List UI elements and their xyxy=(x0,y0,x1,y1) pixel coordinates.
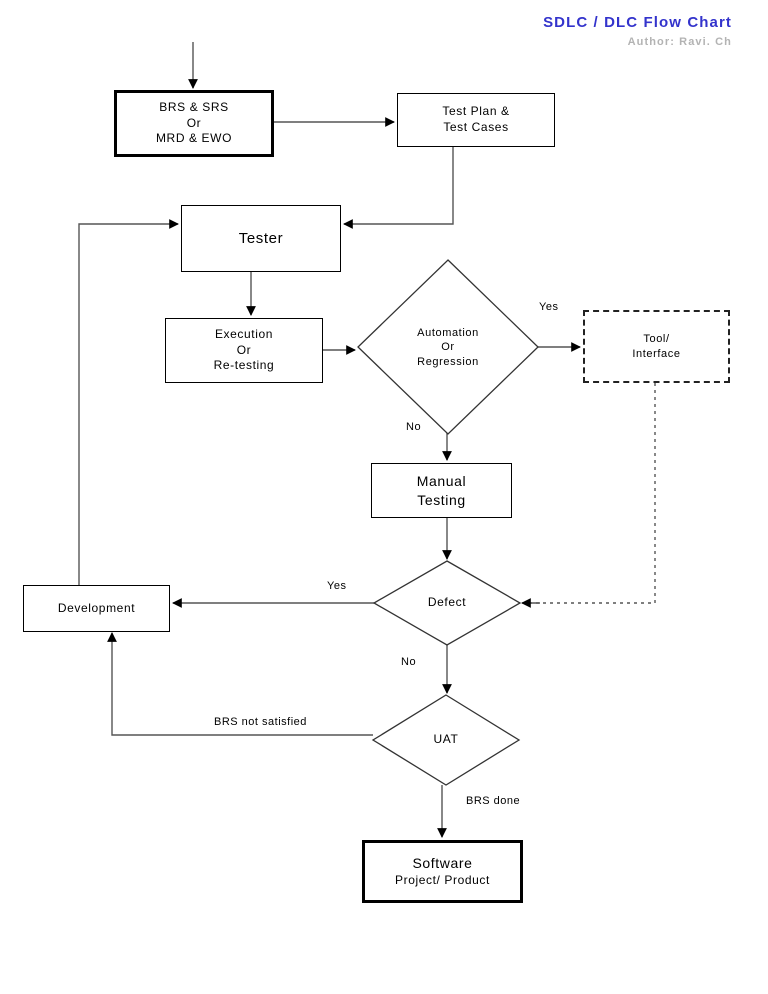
edge-label-uat-not-satisfied: BRS not satisfied xyxy=(214,716,307,728)
software-line-1: Software xyxy=(412,855,473,872)
edge-label-uat-done: BRS done xyxy=(466,795,521,807)
chart-title-block: SDLC / DLC Flow Chart Author: Ravi. Ch xyxy=(543,14,732,50)
tool-interface-line-1: Tool/ xyxy=(643,332,670,345)
node-manual-testing[interactable]: Manual Testing xyxy=(371,463,512,518)
page-title: SDLC / DLC Flow Chart xyxy=(543,14,732,31)
development-label: Development xyxy=(57,600,136,615)
test-plan-line-2: Test Cases xyxy=(443,120,509,134)
node-tester[interactable]: Tester xyxy=(181,205,341,272)
uat-diamond-shape xyxy=(371,694,521,786)
defect-label: Defect xyxy=(427,595,467,610)
node-tool-interface[interactable]: Tool/ Interface xyxy=(583,310,730,383)
tester-label: Tester xyxy=(238,229,284,247)
execution-line-2: Or xyxy=(236,342,252,357)
edge-testplan-to-tester xyxy=(343,147,454,229)
software-line-2: Project/ Product xyxy=(395,872,490,887)
tool-interface-line-2: Interface xyxy=(632,347,681,360)
chart-author: Author: Ravi. Ch xyxy=(627,35,732,48)
node-development[interactable]: Development xyxy=(23,585,170,632)
node-defect-decision[interactable]: Defect xyxy=(397,590,497,616)
automation-diamond-shape xyxy=(357,259,539,435)
node-test-plan[interactable]: Test Plan & Test Cases xyxy=(397,93,555,147)
edge-label-automation-yes: Yes xyxy=(539,301,559,313)
edge-development-to-tester xyxy=(78,219,179,585)
manual-testing-line-2: Testing xyxy=(417,491,466,508)
automation-line-1: Automation xyxy=(417,326,479,339)
execution-line-1: Execution xyxy=(214,326,274,341)
automation-line-2: Or xyxy=(441,341,455,354)
node-execution[interactable]: Execution Or Re-testing xyxy=(165,318,323,383)
edge-uat-notsatisfied-to-development xyxy=(107,632,373,736)
edge-label-automation-no: No xyxy=(406,421,422,433)
uat-label: UAT xyxy=(433,732,459,747)
node-uat-decision[interactable]: UAT xyxy=(396,727,496,753)
edge-tool-to-defect-dashed xyxy=(525,383,656,604)
node-automation-decision[interactable]: Automation Or Regression xyxy=(383,310,513,385)
requirements-line-1: BRS & SRS xyxy=(159,99,229,114)
defect-diamond-shape xyxy=(372,560,522,646)
node-software[interactable]: Software Project/ Product xyxy=(362,840,523,903)
edge-label-defect-yes: Yes xyxy=(327,580,347,592)
automation-line-3: Regression xyxy=(417,355,479,368)
requirements-line-3: MRD & EWO xyxy=(155,131,233,146)
node-requirements[interactable]: BRS & SRS Or MRD & EWO xyxy=(114,90,274,157)
manual-testing-line-1: Manual xyxy=(416,473,467,490)
requirements-line-2: Or xyxy=(186,115,202,130)
test-plan-line-1: Test Plan & xyxy=(442,104,510,119)
execution-line-3: Re-testing xyxy=(213,358,275,373)
edge-label-defect-no: No xyxy=(401,656,417,668)
